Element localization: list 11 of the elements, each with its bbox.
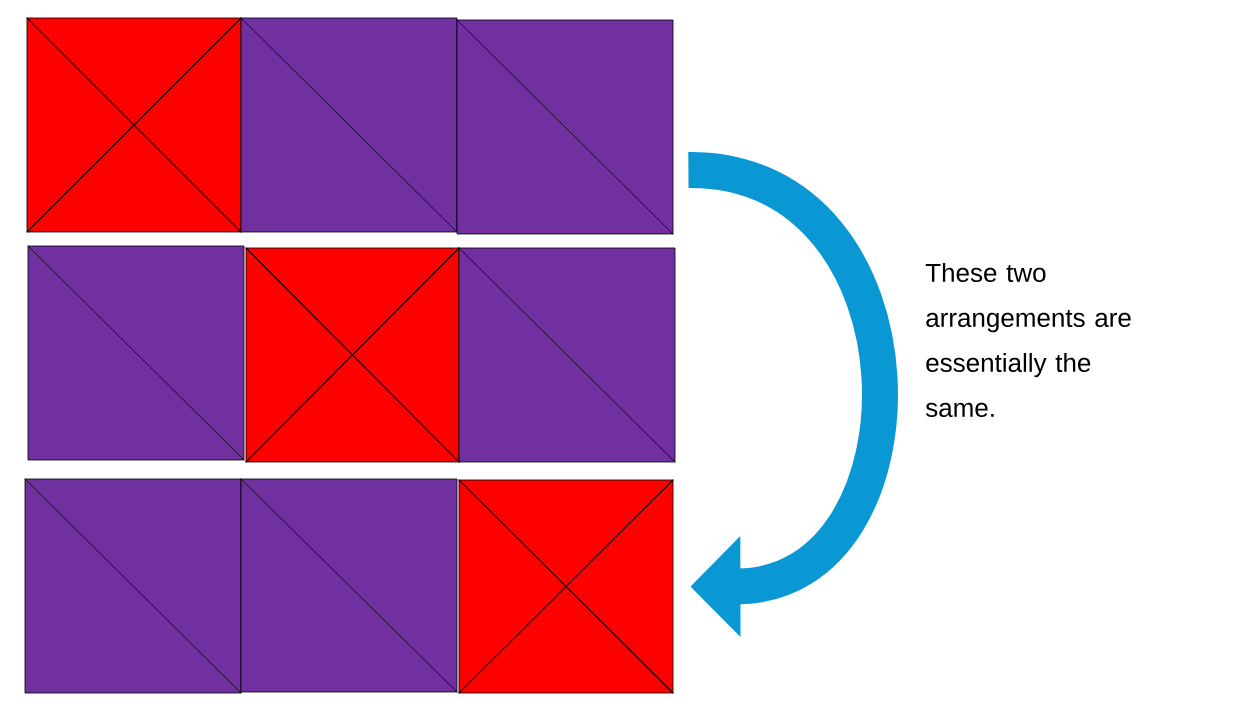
curved-arrow: [685, 152, 898, 637]
square-tile: [27, 245, 245, 461]
square-tile: [245, 247, 460, 463]
square-tile: [458, 247, 676, 463]
square-tile: [458, 479, 674, 694]
square-tile: [26, 17, 242, 233]
square-tile: [456, 19, 674, 235]
square-tile: [240, 478, 458, 693]
square-tile: [24, 478, 242, 694]
note-text: These two arrangements are essentially the same.: [925, 262, 1131, 418]
square-tile: [240, 17, 458, 233]
